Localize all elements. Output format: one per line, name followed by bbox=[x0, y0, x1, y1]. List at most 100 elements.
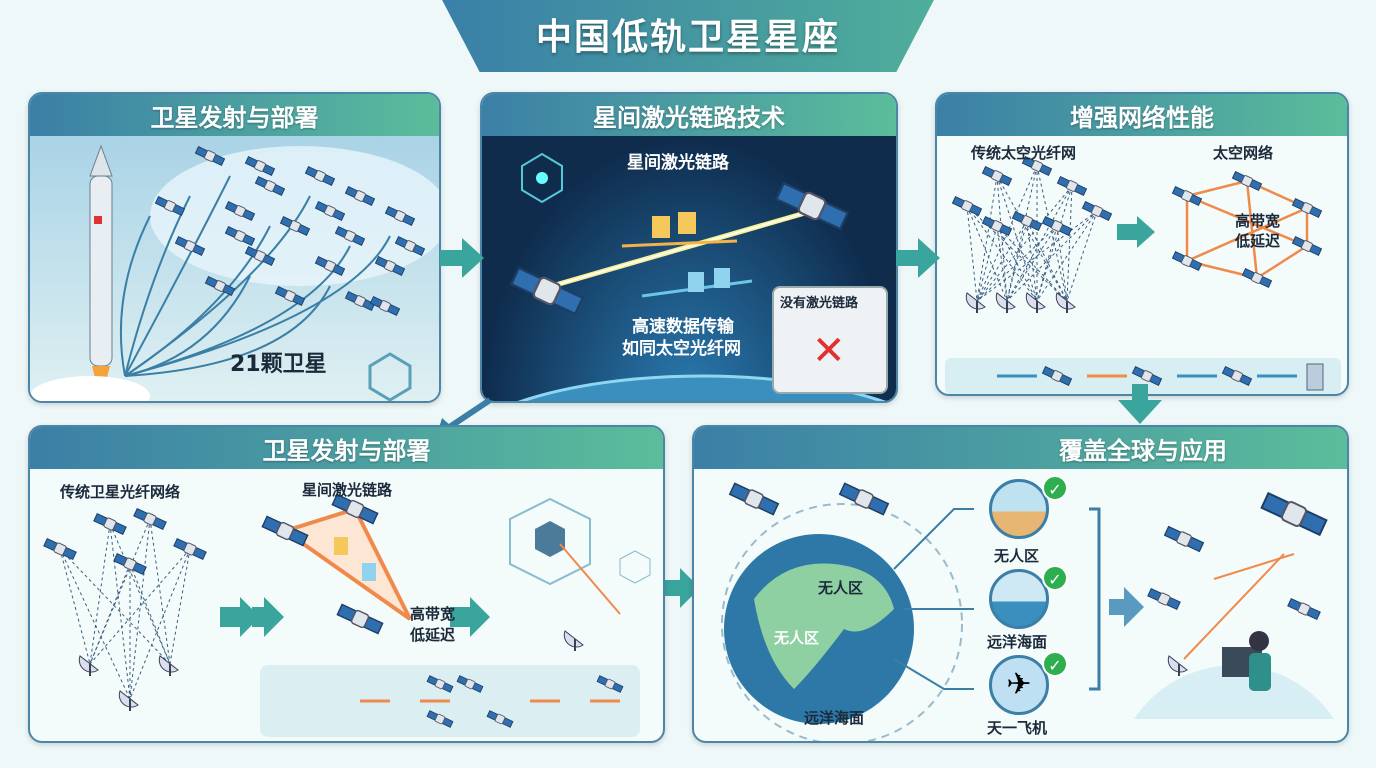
trajectory-line bbox=[124, 275, 251, 377]
satellite-icon bbox=[174, 236, 206, 256]
check-icon: ✓ bbox=[1042, 475, 1068, 501]
app-label: 无人区 bbox=[994, 547, 1040, 565]
satellite-icon bbox=[981, 166, 1013, 186]
satellite-icon bbox=[426, 675, 454, 693]
desc-line2: 如同太空光纤网 bbox=[622, 339, 741, 359]
satellite-icon bbox=[596, 675, 624, 693]
satellite-icon bbox=[509, 266, 585, 316]
rocket-icon bbox=[89, 144, 113, 401]
arrow-right-icon bbox=[220, 597, 260, 637]
arrow-right-icon bbox=[1117, 216, 1155, 248]
dish-icon bbox=[118, 690, 139, 711]
check-icon: ✓ bbox=[1042, 565, 1068, 591]
trajectory-line bbox=[119, 215, 151, 377]
satellite-icon bbox=[133, 507, 167, 531]
arrow-right-icon bbox=[896, 238, 940, 278]
satellite-icon bbox=[981, 216, 1013, 236]
satellite-icon bbox=[334, 226, 366, 246]
person-icon bbox=[1249, 631, 1269, 651]
hexagon-icon bbox=[521, 152, 563, 204]
panel-network-performance: 增强网络性能 传统太空光纤网 太空网络 高带宽 低延迟 bbox=[935, 92, 1349, 396]
check-icon: ✓ bbox=[1042, 651, 1068, 677]
satellite-icon bbox=[369, 296, 401, 316]
satellite-icon bbox=[113, 552, 147, 576]
satellite-icon bbox=[728, 482, 780, 516]
benefit-line1: 高带宽 bbox=[1235, 212, 1281, 230]
trajectory-line bbox=[124, 285, 331, 377]
document-icon bbox=[678, 212, 696, 234]
data-arrow bbox=[621, 239, 738, 248]
launch-illustration bbox=[30, 144, 439, 401]
globe-label-2: 无人区 bbox=[774, 629, 820, 647]
ship-icon bbox=[989, 569, 1049, 629]
network-illustration bbox=[945, 156, 1341, 394]
satellite-icon bbox=[1291, 198, 1323, 218]
satellite-icon bbox=[774, 181, 850, 231]
document-icon bbox=[714, 268, 730, 288]
satellite-icon bbox=[486, 710, 514, 728]
satellite-icon bbox=[244, 246, 276, 266]
dish-icon bbox=[1167, 655, 1188, 676]
satellite-icon bbox=[1041, 366, 1073, 386]
server-icon bbox=[1306, 363, 1324, 391]
satellite-icon bbox=[224, 226, 256, 246]
panel-title: 卫星发射与部署 bbox=[30, 427, 663, 469]
satellite-icon bbox=[1287, 597, 1321, 621]
panel-launch-deploy: 卫星发射与部署 21颗卫星 bbox=[28, 92, 441, 403]
document-icon bbox=[652, 216, 670, 238]
hexagon-icon bbox=[619, 550, 651, 584]
no-link-label: 没有激光链路 bbox=[780, 296, 859, 311]
panel-global-coverage: 覆盖全球与应用 无人区 无人区 远洋海面 ✓ 无人区 ✓ 远洋海面 bbox=[692, 425, 1349, 743]
satellite-icon bbox=[1260, 491, 1328, 537]
hexagon-icon bbox=[509, 497, 591, 586]
desc-line1: 高速数据传输 bbox=[632, 317, 734, 337]
satellite-icon bbox=[173, 537, 207, 561]
panel-laser-link: 星间激光链路技术 星间激光链路 高速数据传输 如同太空光纤网 没有激光链路 ✕ bbox=[480, 92, 898, 403]
dish-icon bbox=[995, 292, 1016, 313]
dish-icon bbox=[1055, 292, 1076, 313]
panel-title: 覆盖全球与应用 bbox=[694, 427, 1347, 469]
satellite-icon bbox=[336, 603, 384, 635]
document-icon bbox=[334, 537, 348, 555]
hexagon-icon bbox=[368, 352, 412, 401]
satellite-icon bbox=[384, 206, 416, 226]
satellite-icon bbox=[304, 166, 336, 186]
satellite-icon bbox=[1221, 366, 1253, 386]
arrow-right-icon bbox=[450, 597, 490, 637]
satellite-icon bbox=[224, 201, 256, 221]
arrow-right-icon bbox=[252, 597, 284, 637]
left-label: 传统太空光纤网 bbox=[971, 144, 1077, 162]
satellite-icon bbox=[838, 482, 890, 516]
app-label: 远洋海面 bbox=[987, 633, 1048, 651]
globe-label-1: 无人区 bbox=[818, 579, 864, 597]
no-link-inset: 没有激光链路 ✕ bbox=[772, 286, 888, 394]
satellite-icon bbox=[154, 196, 186, 216]
right-label: 太空网络 bbox=[1213, 144, 1274, 162]
dish-icon bbox=[78, 655, 99, 676]
satellite-icon bbox=[344, 291, 376, 311]
satellite-icon bbox=[1081, 201, 1113, 221]
satellite-icon bbox=[394, 236, 426, 256]
satellite-icon bbox=[194, 146, 226, 166]
dish-icon bbox=[158, 655, 179, 676]
satellite-icon bbox=[344, 186, 376, 206]
document-icon bbox=[362, 563, 376, 581]
document-icon bbox=[688, 272, 704, 292]
satellite-icon bbox=[1131, 366, 1163, 386]
laser-triangle bbox=[280, 506, 412, 621]
satellite-icon bbox=[374, 256, 406, 276]
mid-label: 星间激光链路 bbox=[302, 481, 393, 499]
app-label: 天一飞机 bbox=[987, 719, 1048, 737]
desert-icon bbox=[989, 479, 1049, 539]
benefit-line2: 低延迟 bbox=[1235, 232, 1281, 250]
satellite-icon bbox=[1171, 251, 1203, 271]
satellite-icon bbox=[1171, 186, 1203, 206]
satellite-icon bbox=[254, 176, 286, 196]
benefit-line1: 高带宽 bbox=[410, 605, 456, 623]
satellite-icon bbox=[274, 286, 306, 306]
laser-illustration bbox=[509, 152, 887, 401]
airplane-icon: ✈ bbox=[989, 655, 1049, 715]
satellite-icon bbox=[331, 493, 379, 525]
trajectory-line bbox=[124, 195, 311, 377]
satellite-icon bbox=[279, 216, 311, 236]
